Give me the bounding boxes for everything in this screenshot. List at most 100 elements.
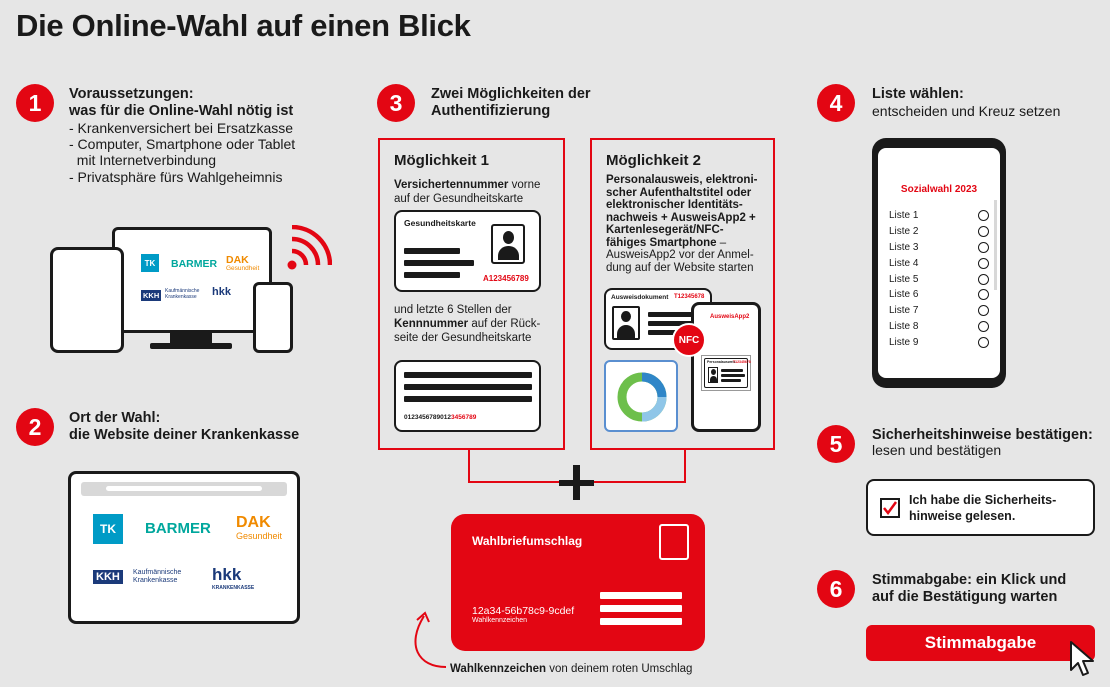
ballot-list-label: Liste 6: [889, 289, 919, 301]
logo-kkh-sub2: Krankenkasse: [165, 294, 197, 300]
logo-kkh-sub1: Kaufmännische: [165, 288, 200, 294]
step-2-heading-line1: Ort der Wahl:: [69, 410, 161, 426]
option-1-text2-line1: und letzte 6 Stellen der: [394, 304, 512, 316]
step-6-heading-line1: Stimmabgabe: ein Klick und: [872, 572, 1067, 588]
ballot-radio[interactable]: [978, 320, 989, 332]
ballot-radio[interactable]: [978, 241, 989, 253]
option-2-line: dung auf der Website starten: [606, 261, 754, 274]
step-3-heading-line1: Zwei Möglichkeiten der: [431, 86, 591, 102]
step-5-heading: Sicherheitshinweise bestätigen:: [872, 427, 1093, 443]
option-1-title: Möglichkeit 1: [394, 152, 490, 169]
step-5-sub: lesen und bestätigen: [872, 442, 1002, 458]
ballot-radio[interactable]: [978, 305, 989, 317]
devices-illustration: TK BARMER DAK Gesundheit KKH Kaufmännisc…: [50, 225, 332, 355]
envelope-code-label: Wahlkennzeichen: [472, 617, 527, 624]
mini-id-label: Personalausweis: [707, 360, 736, 364]
address-field: [106, 486, 262, 491]
ballot-radio[interactable]: [978, 273, 989, 285]
ballot-radio[interactable]: [978, 226, 989, 238]
envelope-caption: Wahlkennzeichen von deinem roten Umschla…: [450, 662, 692, 676]
ballot-radio[interactable]: [978, 289, 989, 301]
logo-hkk-sub: KRANKENKASSE: [212, 585, 255, 591]
ballot-radio[interactable]: [978, 336, 989, 348]
id-person-icon: [612, 306, 640, 340]
ballot-list-item[interactable]: Liste 6: [889, 287, 989, 303]
step-6-heading-line2: auf die Bestätigung warten: [872, 589, 1058, 605]
ballot-list-item[interactable]: Liste 2: [889, 224, 989, 240]
person-icon: [491, 224, 525, 264]
step-1-item: - Computer, Smartphone oder Tablet: [69, 136, 296, 152]
mini-person-icon: [708, 367, 718, 383]
ballot-list-item[interactable]: Liste 3: [889, 240, 989, 256]
page-title: Die Online-Wahl auf einen Blick: [16, 8, 471, 43]
option-2-line: AusweisApp2 vor der Anmel-: [606, 249, 754, 261]
security-checkbox-label: Ich habe die Sicherheits- hinweise geles…: [909, 492, 1056, 524]
ballot-list-item[interactable]: Liste 1: [889, 208, 989, 224]
connector-right: [684, 450, 686, 483]
option-1-text2-line2: Kennnummer auf der Rück-: [394, 317, 540, 331]
step-4-sub: entscheiden und Kreuz setzen: [872, 103, 1061, 119]
step-1-item: - Privatsphäre fürs Wahlgeheimnis: [69, 169, 283, 185]
logo-dak: DAK: [236, 514, 271, 531]
option-2-line: scher Aufenthaltstitel oder: [606, 186, 752, 199]
phone-scan-frame: Personalausweis T12345678: [701, 355, 751, 391]
back-number-black: 0123456789012: [404, 414, 451, 421]
option-1-text-rest1: vorne: [508, 179, 541, 191]
ballot-title: Sozialwahl 2023: [900, 184, 978, 195]
ballot-list-label: Liste 5: [889, 273, 919, 285]
security-checkbox-line1: Ich habe die Sicherheits-: [909, 493, 1057, 507]
plus-icon-v: [573, 465, 580, 500]
envelope-caption-rest: von deinem roten Umschlag: [546, 663, 693, 675]
ballot-list-label: Liste 7: [889, 305, 919, 317]
ballot-list-item[interactable]: Liste 7: [889, 303, 989, 319]
step-1-item: - Krankenversichert bei Ersatzkasse: [69, 120, 294, 136]
option-2-text-regular: AusweisApp2 vor der Anmel- dung auf der …: [606, 249, 754, 274]
smartphone: [253, 282, 293, 353]
monitor-stand: [170, 333, 212, 345]
ballot-list-item[interactable]: Liste 8: [889, 319, 989, 335]
id-card-number: T12345678: [674, 294, 705, 300]
envelope-stamp: [659, 524, 689, 560]
ballot-list-label: Liste 4: [889, 257, 919, 269]
envelope-caption-bold: Wahlkennzeichen: [450, 663, 547, 675]
logo-tk: TK: [93, 514, 123, 544]
health-card-number: A123456789: [483, 274, 529, 283]
option-1-text2-bold: Kennnummer: [394, 318, 469, 330]
option-1-text-line1: Versichertennummer vorne: [394, 178, 540, 192]
step-4-heading: Liste wählen:: [872, 86, 964, 102]
ballot-list-label: Liste 1: [889, 210, 919, 222]
security-checkbox[interactable]: [880, 498, 900, 518]
ballot-list-item[interactable]: Liste 9: [889, 334, 989, 350]
step-2-badge: 2: [16, 408, 54, 446]
stimmabgabe-button[interactable]: Stimmabgabe: [866, 625, 1095, 661]
ballot-scrollbar[interactable]: [994, 200, 997, 290]
cursor-icon: [1070, 641, 1094, 676]
step-1-badge: 1: [16, 84, 54, 122]
option-2-line: elektronischer Identitäts-: [606, 199, 743, 211]
logo-hkk: hkk: [212, 565, 242, 584]
option-2-panel: Möglichkeit 2 Personalausweis, elektroni…: [590, 138, 775, 450]
envelope-title: Wahlbriefumschlag: [472, 534, 583, 548]
ballot-list-label: Liste 8: [889, 320, 919, 332]
mini-id-number: T12345678: [733, 360, 751, 364]
phone-app-label: AusweisApp2: [710, 314, 750, 320]
ballot-radio[interactable]: [978, 257, 989, 269]
logo-dak-sub: Gesundheit: [236, 531, 283, 541]
ballot-radio[interactable]: [978, 210, 989, 222]
ballot-list-item[interactable]: Liste 5: [889, 271, 989, 287]
website-window: TK BARMER DAK Gesundheit KKH Kaufmännisc…: [68, 471, 300, 624]
logo-barmer: BARMER: [171, 258, 218, 270]
checkmark-icon: [883, 501, 898, 516]
option-2-line: Kartenlesegerät/NFC-: [606, 224, 724, 236]
option-1-text-line2: auf der Gesundheitskarte: [394, 193, 524, 205]
logo-tk: TK: [141, 254, 159, 272]
logo-hkk: hkk: [212, 286, 231, 298]
id-card-label: Ausweisdokument: [611, 294, 669, 301]
step-1-heading-line2: was für die Online-Wahl nötig ist: [69, 103, 294, 119]
envelope: Wahlbriefumschlag 12a34-56b78c9-9cdef Wa…: [451, 514, 705, 651]
monitor: [112, 227, 272, 333]
ballot-list-item[interactable]: Liste 4: [889, 255, 989, 271]
health-card-back: 01234567890123456789: [394, 360, 541, 432]
option-1-text2-line3: seite der Gesundheitskarte: [394, 332, 532, 344]
